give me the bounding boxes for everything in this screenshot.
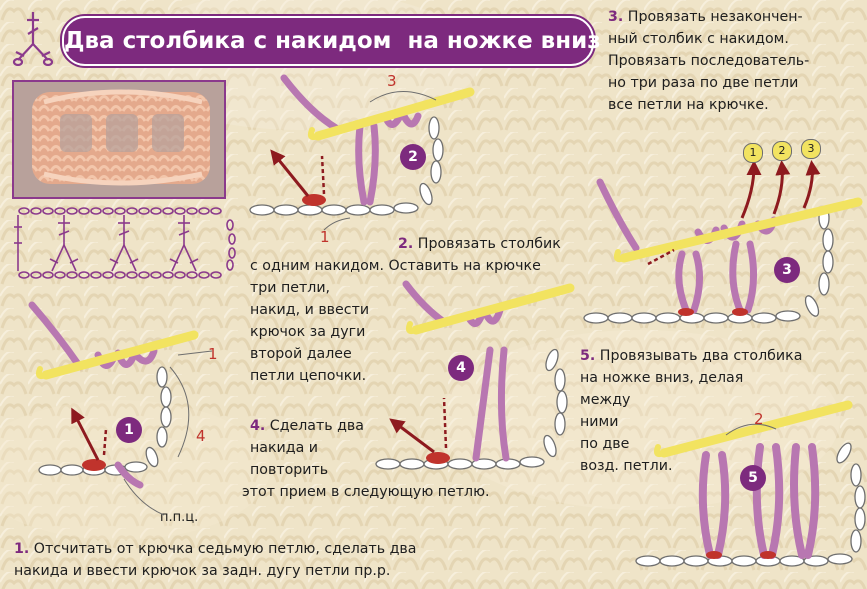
step-4-line-1: Сделать два — [269, 418, 364, 434]
step-2-line-3: три петли, — [250, 280, 331, 296]
figure-4-badge: 4 — [448, 355, 474, 381]
step-2-text: 2. Провязать столбик с одним накидом. Ос… — [250, 233, 561, 387]
figure-1-illustration — [28, 301, 213, 489]
step-2-number: 2. — [398, 236, 414, 252]
fig1-leader-line — [123, 478, 165, 516]
step-5-line-1: Провязывать два столбика — [599, 348, 803, 364]
figure-1-badge: 1 — [116, 417, 142, 443]
step-5-line-6: возд. петли. — [580, 458, 673, 474]
fig5-count: 2 — [754, 410, 764, 428]
step-5-line-4: ними — [580, 414, 619, 430]
figure-2-illustration — [249, 74, 475, 231]
step-2-line-7: петли цепочки. — [250, 368, 367, 384]
step-4-text: 4. Сделать два накида и повторить этот п… — [242, 415, 490, 503]
sample-swatch-image — [14, 82, 224, 197]
step-3-number: 3. — [608, 9, 624, 25]
step-4-line-4: этот прием в следующую петлю. — [242, 484, 490, 500]
fig1-abbrev: п.п.ц. — [160, 510, 199, 525]
figure-2-badge: 2 — [400, 144, 426, 170]
fig1-count-side: 4 — [196, 427, 206, 445]
step-4-line-3: повторить — [250, 462, 329, 478]
fig3-order-3: 3 — [801, 139, 821, 159]
step-1-text: 1. Отсчитать от крючка седьмую петлю, сд… — [14, 538, 417, 582]
crochet-symbol-icon — [12, 12, 54, 66]
figure-5-illustration — [635, 400, 866, 567]
sample-swatch-photo — [12, 80, 226, 199]
step-1-number: 1. — [14, 541, 30, 557]
step-5-line-3: между — [580, 392, 631, 408]
step-1-line-1: Отсчитать от крючка седьмую петлю, сдела… — [33, 541, 417, 557]
step-3-line-5: все петли на крючке. — [608, 97, 769, 113]
fig2-count-bottom: 1 — [320, 228, 330, 246]
fig3-order-1: 1 — [743, 143, 763, 163]
step-4-line-2: накида и — [250, 440, 318, 456]
figure-4-illustration — [375, 280, 575, 470]
step-2-line-1: Провязать столбик — [417, 236, 561, 252]
figure-3-illustration — [583, 160, 863, 324]
figure-3-badge: 3 — [774, 257, 800, 283]
fig2-count-top: 3 — [387, 72, 397, 90]
figure-5-badge: 5 — [740, 465, 766, 491]
step-5-text: 5. Провязывать два столбика на ножке вни… — [580, 345, 802, 477]
step-5-line-5: по две — [580, 436, 630, 452]
step-3-text: 3. Провязать незакончен- ный столбик с н… — [608, 6, 809, 116]
step-2-line-4: накид, и ввести — [250, 302, 370, 318]
fig3-order-2: 2 — [772, 141, 792, 161]
step-3-line-1: Провязать незакончен- — [627, 9, 803, 25]
step-4-number: 4. — [250, 418, 266, 434]
step-2-line-5: крючок за дуги — [250, 324, 366, 340]
fig1-count-top: 1 — [208, 345, 218, 363]
step-5-number: 5. — [580, 348, 596, 364]
step-2-line-2: с одним накидом. Оставить на крючке — [250, 258, 541, 274]
step-3-line-2: ный столбик с накидом. — [608, 31, 789, 47]
step-1-line-2: накида и ввести крючок за задн. дугу пет… — [14, 563, 391, 579]
page-title: Два столбика с накидом на ножке вниз — [62, 16, 601, 66]
step-3-line-3: Провязать последователь- — [608, 53, 810, 69]
step-2-line-6: второй далее — [250, 346, 352, 362]
step-3-line-4: но три раза по две петли — [608, 75, 799, 91]
step-5-line-2: на ножке вниз, делая — [580, 370, 744, 386]
crochet-chart-diagram — [14, 207, 236, 279]
